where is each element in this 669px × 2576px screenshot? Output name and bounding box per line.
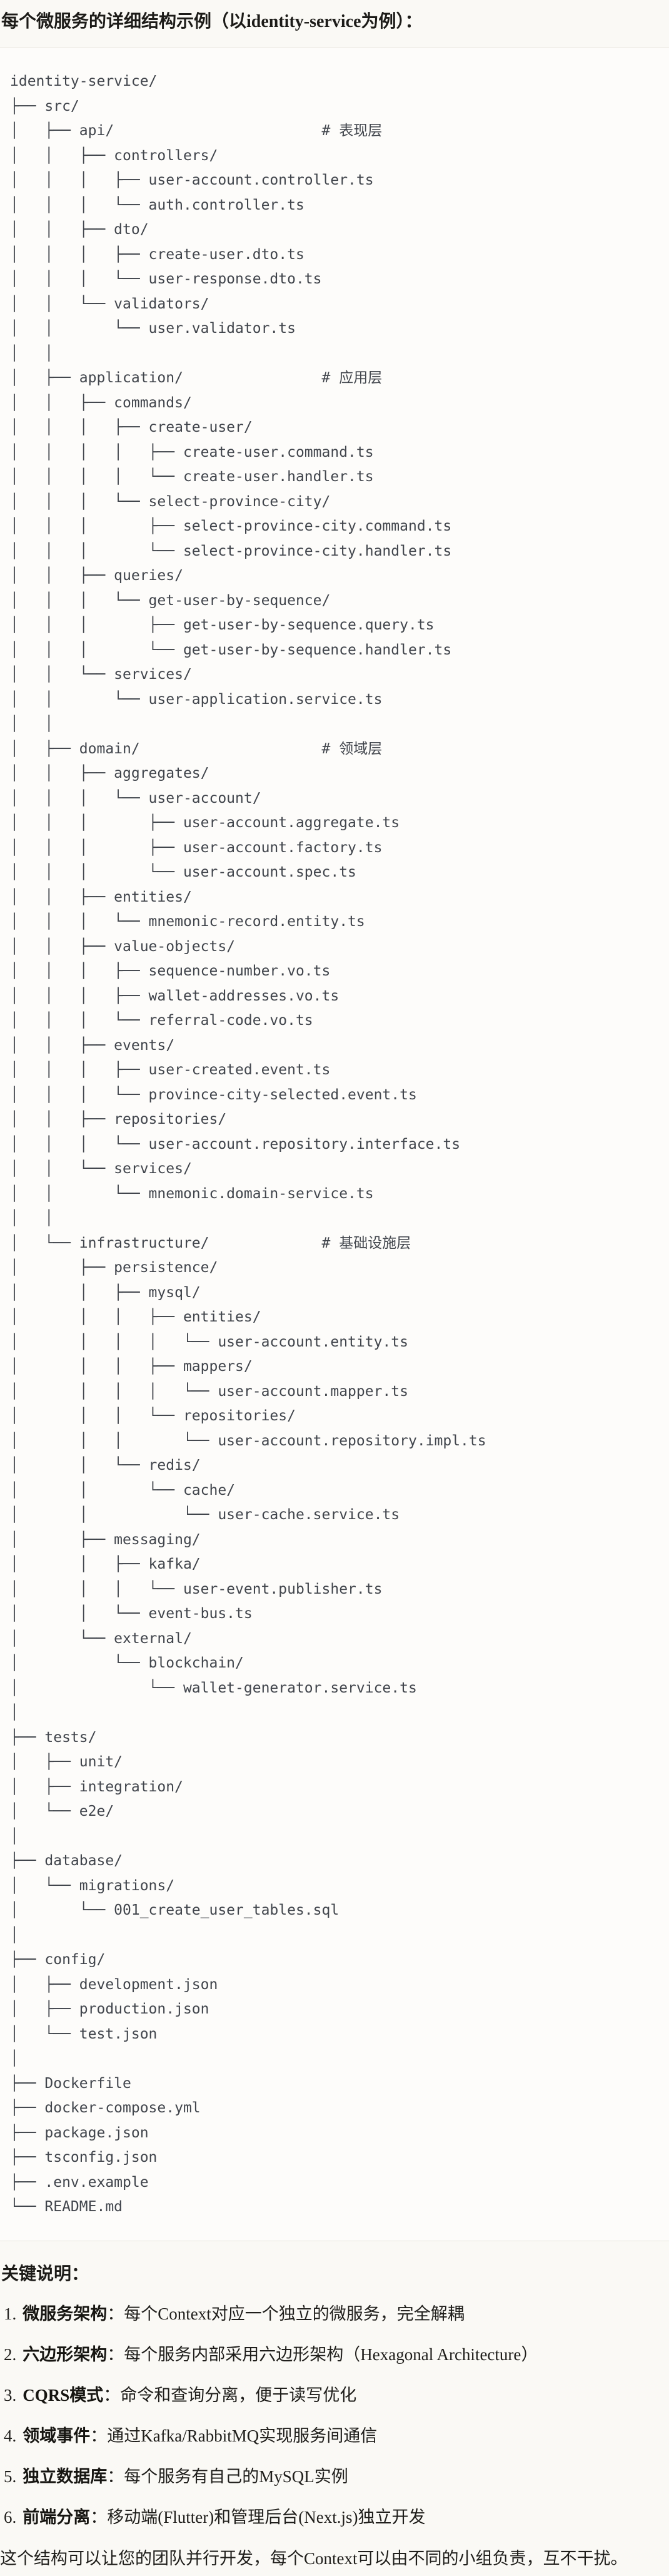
note-number: 6.	[4, 2507, 17, 2527]
note-item: 6. 前端分离：移动端(Flutter)和管理后台(Next.js)独立开发	[4, 2505, 669, 2530]
note-label: 六边形架构	[23, 2344, 108, 2364]
note-number: 3.	[4, 2385, 17, 2405]
directory-tree: identity-service/ ├── src/ │ ├── api/ # …	[10, 73, 486, 2215]
note-text: ：命令和查询分离，便于读写优化	[103, 2385, 357, 2405]
note-item: 4. 领域事件：通过Kafka/RabbitMQ实现服务间通信	[4, 2423, 669, 2449]
note-text: ：每个服务内部采用六边形架构（Hexagonal Architecture）	[107, 2344, 538, 2364]
note-item: 3. CQRS模式：命令和查询分离，便于读写优化	[4, 2383, 669, 2408]
note-label: 独立数据库	[23, 2467, 108, 2486]
note-label: 微服务架构	[23, 2304, 108, 2323]
note-item: 1. 微服务架构：每个Context对应一个独立的微服务，完全解耦	[4, 2301, 669, 2327]
chat-message: 每个微服务的详细结构示例（以identity-service为例）： ident…	[0, 8, 669, 2572]
note-item: 5. 独立数据库：每个服务有自己的MySQL实例	[4, 2464, 669, 2490]
note-text: ：每个Context对应一个独立的微服务，完全解耦	[107, 2304, 465, 2323]
note-number: 4.	[4, 2426, 17, 2445]
note-number: 1.	[4, 2304, 17, 2323]
notes-list: 1. 微服务架构：每个Context对应一个独立的微服务，完全解耦 2. 六边形架构…	[0, 2301, 669, 2530]
note-label: CQRS模式	[23, 2385, 104, 2405]
note-text: ：每个服务有自己的MySQL实例	[107, 2467, 348, 2486]
code-block: identity-service/ ├── src/ │ ├── api/ # …	[0, 48, 669, 2241]
page-title: 每个微服务的详细结构示例（以identity-service为例）：	[1, 12, 423, 31]
closing-paragraph: 这个结构可以让您的团队并行开发，每个Context可以由不同的小组负责，互不干扰…	[0, 2548, 628, 2568]
note-item: 2. 六边形架构：每个服务内部采用六边形架构（Hexagonal Architec…	[4, 2342, 669, 2368]
note-text: ：通过Kafka/RabbitMQ实现服务间通信	[90, 2426, 378, 2445]
note-text: ：移动端(Flutter)和管理后台(Next.js)独立开发	[90, 2507, 426, 2527]
note-number: 5.	[4, 2467, 17, 2486]
note-number: 2.	[4, 2344, 17, 2364]
note-label: 前端分离	[23, 2507, 91, 2527]
note-label: 领域事件	[23, 2426, 91, 2445]
notes-heading: 关键说明：	[1, 2264, 89, 2284]
